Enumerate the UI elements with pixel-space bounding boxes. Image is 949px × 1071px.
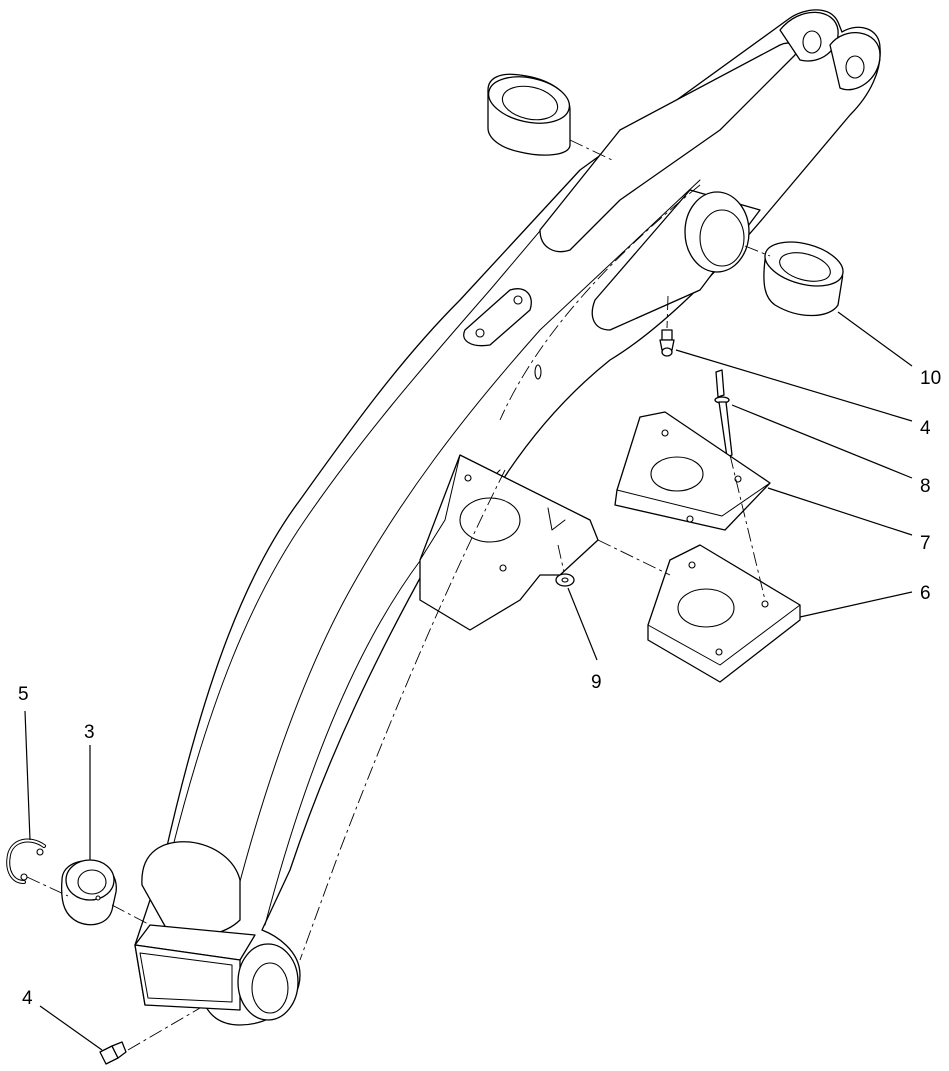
pin-part-8: [714, 369, 733, 458]
callout-3: 3: [84, 722, 95, 743]
callout-10: 10: [920, 368, 941, 389]
callout-7: 7: [920, 533, 931, 554]
mount-bracket: [419, 454, 599, 631]
plate-part-7: [614, 411, 771, 531]
callout-4-upper: 4: [920, 418, 931, 439]
leader-6: [799, 591, 913, 618]
bushing-part-10: [763, 241, 844, 317]
plate-part-6: [647, 544, 801, 683]
callout-6: 6: [920, 583, 931, 604]
upper-bushing: [487, 73, 571, 156]
callout-labels: 10 4 8 7 6 9 5 3 4: [18, 368, 941, 1009]
callout-5: 5: [18, 684, 29, 705]
washer-part-9: [555, 573, 575, 587]
leader-10: [837, 311, 913, 367]
leader-4-upper: [675, 349, 913, 422]
callout-9: 9: [591, 672, 602, 693]
callout-8: 8: [920, 476, 931, 497]
leader-4-lower: [39, 1005, 103, 1051]
leader-5: [24, 710, 31, 841]
leader-9: [567, 587, 598, 661]
callout-4-lower: 4: [22, 988, 33, 1009]
bearing-part-3: [60, 859, 117, 926]
loader-arm: [134, 9, 881, 1026]
grease-fitting-lower: [99, 1041, 127, 1065]
leader-lines: [24, 311, 913, 1051]
snap-ring-part-5: [6, 838, 46, 884]
grease-fitting-upper: [659, 329, 675, 357]
leader-8: [731, 404, 913, 479]
leader-7: [767, 487, 913, 536]
center-lines: [26, 139, 771, 1051]
